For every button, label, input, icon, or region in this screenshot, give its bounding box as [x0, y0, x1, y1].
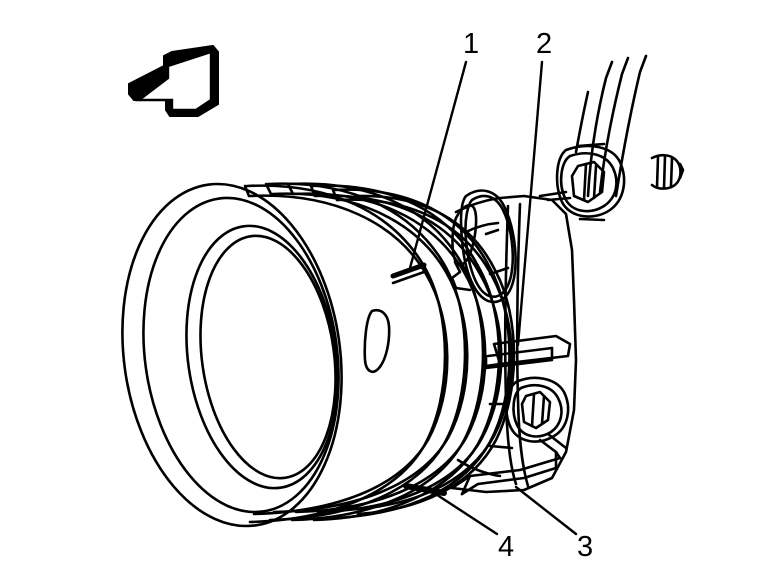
serpentine-pulley	[121, 182, 516, 528]
leader-2	[516, 60, 544, 347]
teardrop-tab	[450, 189, 517, 304]
mounting-bracket	[450, 54, 685, 496]
callout-leaders	[408, 60, 578, 536]
leader-4	[426, 487, 499, 536]
threaded-stud	[650, 153, 685, 190]
callout-label-2: 2	[536, 28, 553, 60]
direction-arrow	[128, 44, 219, 117]
callout-label-4: 4	[498, 531, 515, 563]
upper-bolt-head	[555, 144, 626, 218]
callout-label-3: 3	[577, 531, 594, 563]
leader-3	[514, 485, 578, 536]
lower-bolt-head	[505, 376, 570, 443]
leader-1	[408, 60, 468, 270]
callout-label-1: 1	[463, 28, 480, 60]
